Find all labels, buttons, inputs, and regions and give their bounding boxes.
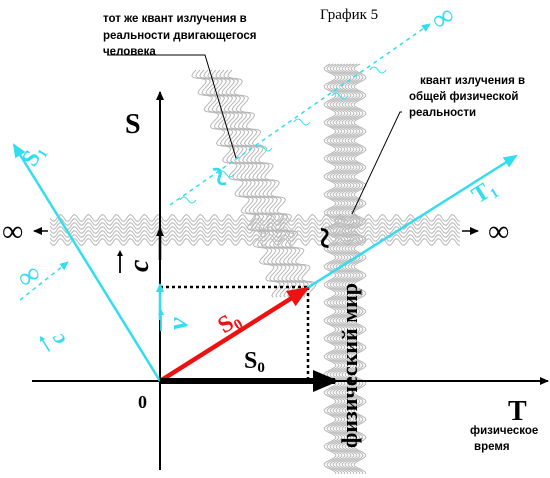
wave-stroke bbox=[326, 63, 340, 475]
infinity-left: ∞ bbox=[2, 215, 23, 248]
wave-stroke bbox=[49, 222, 461, 230]
wave-stroke bbox=[341, 63, 355, 475]
infinity-right: ∞ bbox=[488, 215, 509, 248]
wave-stroke bbox=[207, 69, 297, 298]
wave-stroke bbox=[49, 238, 461, 246]
s0-red-label: S0 bbox=[213, 306, 246, 341]
wave-stroke bbox=[323, 63, 337, 475]
wave-stroke bbox=[329, 63, 343, 475]
common-note-line3: реальности bbox=[409, 107, 476, 119]
common-note-leader bbox=[351, 111, 402, 215]
cyan-wave-mark bbox=[331, 92, 349, 100]
wave-stroke bbox=[219, 69, 309, 298]
t-axis-label: T bbox=[508, 396, 527, 427]
svg-text:v: v bbox=[163, 317, 194, 330]
moving-note-line1: тот же квант излучения в bbox=[103, 13, 247, 25]
svg-text:S0: S0 bbox=[213, 306, 246, 341]
quantum-common-glyph: ~ bbox=[302, 227, 347, 248]
time-label-line1: физическое bbox=[470, 425, 538, 437]
origin-label: 0 bbox=[138, 392, 147, 412]
wave-stroke bbox=[223, 69, 313, 298]
physical-world-label: физический мир bbox=[337, 283, 362, 448]
c-vector-label: c bbox=[117, 250, 155, 273]
wave-stroke bbox=[211, 69, 301, 298]
s-axis-label: S bbox=[125, 109, 141, 140]
moving-note-line3: человека bbox=[103, 46, 156, 58]
s1-axis-label: S1 bbox=[17, 140, 52, 172]
light-ray-left-dashed bbox=[19, 261, 69, 301]
infinity-left-cyan: ∞ bbox=[11, 256, 47, 295]
moving-note-leader bbox=[107, 54, 237, 159]
infinity-top-cyan: ∞ bbox=[425, 0, 461, 38]
wave-stroke bbox=[227, 69, 317, 298]
wave-stroke bbox=[347, 63, 361, 475]
wave-stroke bbox=[353, 63, 367, 475]
wave-stroke bbox=[195, 69, 285, 298]
svg-text:T1: T1 bbox=[467, 175, 501, 211]
s1-axis bbox=[12, 143, 162, 382]
svg-text:~: ~ bbox=[302, 227, 347, 248]
wave-stroke bbox=[49, 218, 461, 226]
s0-black-label: S0 bbox=[244, 348, 265, 376]
svg-text:∞: ∞ bbox=[11, 256, 47, 295]
wave-stroke bbox=[191, 69, 281, 298]
wave-stroke bbox=[199, 69, 289, 298]
cyan-wave-mark bbox=[369, 66, 387, 74]
c-overbar-arrowhead bbox=[117, 250, 123, 256]
svg-text:c: c bbox=[124, 259, 155, 272]
common-note-line1: квант излучения в bbox=[420, 75, 525, 87]
wave-stroke bbox=[338, 63, 352, 475]
v-vector-label: v bbox=[158, 309, 194, 331]
cyan-wave-mark bbox=[217, 170, 235, 178]
moving-note-line2: реальности двигающегося bbox=[103, 30, 256, 42]
c-moving-label: c bbox=[40, 329, 70, 352]
wave-stroke bbox=[350, 63, 364, 475]
svg-text:∞: ∞ bbox=[425, 0, 461, 38]
common-note-line2: общей физической bbox=[409, 91, 518, 103]
svg-text:физический мир: физический мир bbox=[337, 283, 362, 448]
wave-stroke bbox=[203, 69, 293, 298]
cyan-wave-mark bbox=[293, 118, 311, 126]
v-overbar-arrowhead bbox=[158, 309, 164, 315]
c-moving-overbar bbox=[42, 339, 51, 352]
cyan-wave-mark bbox=[255, 144, 273, 152]
s0-red-vector bbox=[158, 286, 310, 383]
cyan-wave-mark bbox=[179, 196, 197, 204]
time-label-line2: время bbox=[474, 441, 510, 453]
moving-reality-band bbox=[179, 66, 387, 298]
c-moving-overbar-arrowhead bbox=[40, 336, 46, 343]
horizontal-wave-band bbox=[49, 214, 461, 246]
wave-stroke bbox=[49, 234, 461, 242]
chart-title: График 5 bbox=[320, 7, 378, 23]
wave-stroke bbox=[344, 63, 358, 475]
wave-stroke bbox=[215, 69, 305, 298]
svg-text:~: ~ bbox=[195, 159, 244, 194]
t1-axis-label: T1 bbox=[467, 175, 501, 211]
quantum-moving-glyph: ~ bbox=[195, 159, 244, 194]
svg-text:S1: S1 bbox=[17, 140, 52, 172]
